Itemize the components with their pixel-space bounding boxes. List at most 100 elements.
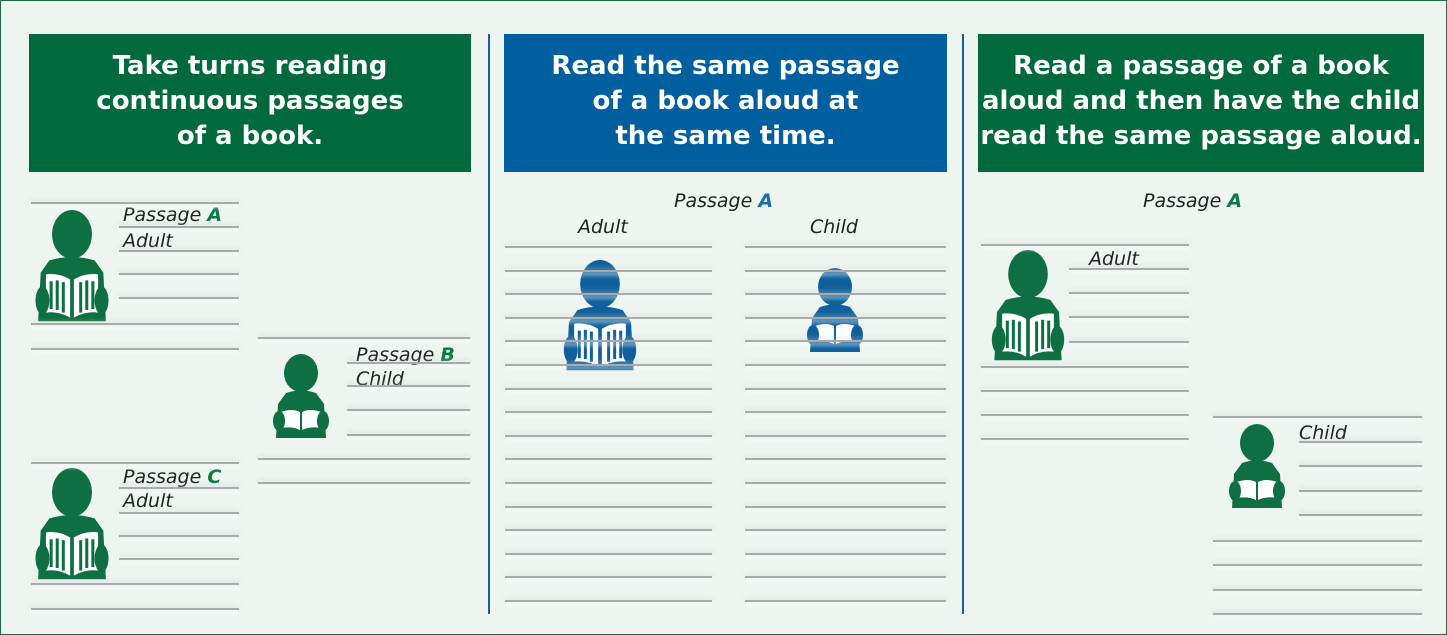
ruled-line — [745, 576, 946, 579]
ruled-line — [745, 482, 946, 484]
passage-a-letter: A — [1227, 190, 1243, 212]
ruled-line — [1213, 564, 1422, 566]
ruled-line — [119, 226, 239, 228]
passage-a-word: Passage — [1143, 190, 1222, 212]
ruled-line — [31, 202, 239, 204]
passage-c-word: Passage — [123, 466, 202, 488]
passage-c-letter: C — [207, 466, 222, 488]
ruled-line — [745, 340, 946, 343]
panel-divider — [488, 34, 490, 614]
ruled-line — [981, 366, 1189, 368]
panel-3-header: Read a passage of a book aloud and then … — [978, 34, 1424, 172]
ruled-line — [1069, 316, 1189, 318]
ruled-line — [31, 323, 239, 325]
ruled-line — [347, 409, 470, 411]
passage-a-label: Passage A — [674, 190, 773, 212]
panel-3-header-line-2: aloud and then have the child — [981, 85, 1420, 116]
ruled-line — [745, 364, 946, 366]
ruled-line — [505, 293, 712, 296]
ruled-line — [505, 482, 712, 484]
passage-c-label: Passage C — [123, 466, 221, 488]
ruled-line — [505, 434, 712, 437]
child-reading-icon — [270, 354, 332, 440]
ruled-line — [505, 387, 712, 390]
child-label: Child — [1299, 422, 1347, 444]
passage-a-word: Passage — [674, 190, 753, 212]
adult-reading-icon — [30, 468, 114, 581]
passage-a-letter: A — [207, 204, 223, 226]
ruled-line — [505, 269, 712, 272]
ruled-line — [31, 583, 239, 585]
ruled-line — [505, 458, 712, 461]
ruled-line — [1213, 540, 1422, 542]
ruled-line — [1299, 514, 1422, 516]
ruled-line — [745, 600, 946, 602]
ruled-line — [505, 316, 712, 319]
panel-2-header: Read the same passage of a book aloud at… — [504, 34, 947, 172]
ruled-line — [119, 512, 239, 514]
ruled-line — [347, 385, 470, 387]
passage-a-reader: Adult — [123, 230, 173, 252]
ruled-line — [119, 487, 239, 489]
panel-3-header-line-1: Read a passage of a book — [1013, 50, 1389, 81]
ruled-line — [1299, 490, 1422, 492]
ruled-line — [1213, 589, 1422, 591]
ruled-line — [745, 434, 946, 437]
ruled-line — [745, 269, 946, 272]
panel-1-header: Take turns reading continuous passages o… — [29, 34, 471, 172]
panel-3-header-line-3: read the same passage aloud. — [980, 120, 1422, 151]
ruled-line — [505, 576, 712, 579]
ruled-line — [119, 297, 239, 299]
ruled-line — [347, 362, 470, 364]
ruled-line — [347, 434, 470, 436]
ruled-line — [981, 390, 1189, 392]
passage-a-label: Passage A — [123, 204, 222, 226]
ruled-line — [119, 558, 239, 560]
passage-b-label: Passage B — [356, 344, 455, 366]
panel-2-header-line-3: the same time. — [615, 120, 836, 151]
panel-1-header-line-2: continuous passages — [96, 85, 404, 116]
panel-2-header-line-2: of a book aloud at — [592, 85, 859, 116]
ruled-line — [1299, 465, 1422, 467]
ruled-line — [981, 438, 1189, 440]
ruled-line — [745, 505, 946, 508]
passage-b-word: Passage — [356, 344, 435, 366]
ruled-line — [505, 505, 712, 508]
ruled-line — [31, 608, 239, 610]
ruled-line — [745, 411, 946, 414]
ruled-line — [745, 293, 946, 296]
ruled-line — [1213, 613, 1422, 615]
ruled-line — [745, 316, 946, 319]
child-reading-icon — [1226, 424, 1288, 510]
ruled-line — [745, 387, 946, 390]
ruled-line — [745, 552, 946, 555]
child-column-label: Child — [810, 216, 858, 238]
ruled-line — [505, 529, 712, 532]
ruled-line — [1069, 268, 1189, 270]
ruled-line — [505, 552, 712, 555]
ruled-line — [505, 246, 712, 248]
ruled-line — [1213, 416, 1422, 418]
ruled-line — [505, 364, 712, 366]
panel-2-header-line-1: Read the same passage — [551, 50, 900, 81]
ruled-line — [745, 458, 946, 461]
panel-1-header-line-3: of a book. — [176, 120, 324, 151]
ruled-line — [258, 482, 470, 484]
ruled-line — [1069, 341, 1189, 343]
panel-divider — [962, 34, 964, 614]
adult-label: Adult — [1089, 248, 1139, 270]
ruled-line — [258, 337, 470, 339]
ruled-line — [981, 244, 1189, 246]
passage-a-word: Passage — [123, 204, 202, 226]
passage-b-letter: B — [440, 344, 455, 366]
ruled-line — [119, 250, 239, 252]
passage-b-reader: Child — [356, 368, 404, 390]
ruled-line — [745, 246, 946, 248]
ruled-line — [119, 273, 239, 275]
adult-reading-icon — [986, 250, 1070, 362]
ruled-line — [31, 348, 239, 350]
adult-reading-icon — [30, 210, 114, 323]
ruled-line — [119, 535, 239, 537]
ruled-line — [258, 458, 470, 460]
ruled-line — [505, 340, 712, 343]
